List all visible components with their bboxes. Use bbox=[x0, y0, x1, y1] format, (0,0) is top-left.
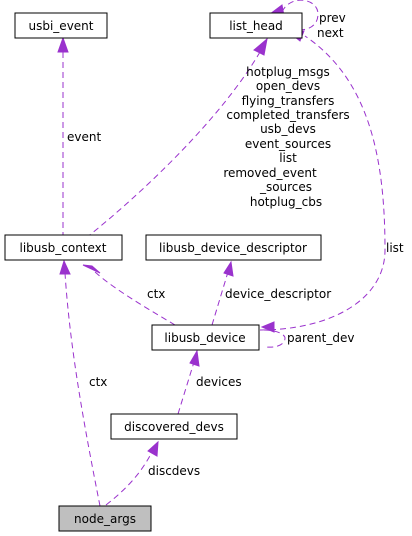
node-label-node-args: node_args bbox=[74, 512, 136, 526]
edge-label-device-descriptor: device_descriptor bbox=[225, 287, 331, 301]
edge-label-ctx-node-args: ctx bbox=[89, 375, 107, 389]
node-libusb-device-descriptor[interactable]: libusb_device_descriptor bbox=[145, 234, 322, 261]
node-libusb-context[interactable]: libusb_context bbox=[4, 234, 123, 261]
edge-label-parent-dev: parent_dev bbox=[287, 331, 354, 345]
edge-label-event-sources: event_sources bbox=[245, 137, 331, 151]
edge-label-hotplug-msgs: hotplug_msgs bbox=[246, 65, 330, 79]
node-label-usbi-event: usbi_event bbox=[29, 19, 94, 33]
edge-label-event: event bbox=[67, 130, 101, 144]
edge-label-usb-devs: usb_devs bbox=[260, 122, 316, 136]
node-label-libusb-context: libusb_context bbox=[20, 241, 107, 255]
edge-label-next: next bbox=[317, 26, 344, 40]
edge-label-devices: devices bbox=[196, 375, 242, 389]
edge-label-removed-event: removed_event bbox=[223, 166, 317, 180]
node-usbi-event[interactable]: usbi_event bbox=[14, 12, 108, 39]
edge-device-descriptor: device_descriptor bbox=[211, 260, 331, 326]
edge-label-open-devs: open_devs bbox=[256, 79, 320, 93]
edge-label-sources: _sources bbox=[259, 180, 312, 194]
edge-event: event bbox=[57, 36, 101, 238]
edge-label-prev: prev bbox=[319, 11, 346, 25]
edge-label-discdevs: discdevs bbox=[148, 464, 200, 478]
node-label-discovered-devs: discovered_devs bbox=[124, 420, 224, 434]
edge-label-ctx-device: ctx bbox=[147, 287, 165, 301]
edge-ctx-device: ctx bbox=[82, 264, 176, 326]
node-libusb-device[interactable]: libusb_device bbox=[151, 324, 260, 351]
edge-label-flying-transfers: flying_transfers bbox=[242, 94, 335, 108]
node-label-libusb-device: libusb_device bbox=[164, 331, 245, 345]
edge-devices: devices bbox=[177, 349, 242, 415]
node-node-args[interactable]: node_args bbox=[58, 505, 152, 532]
node-label-list-head: list_head bbox=[229, 19, 283, 33]
edge-label-completed-transfers: completed_transfers bbox=[226, 108, 349, 122]
edge-label-hotplug-cbs: hotplug_cbs bbox=[250, 195, 322, 209]
edge-label-device-list: list bbox=[386, 241, 404, 255]
edge-discdevs: discdevs bbox=[105, 440, 200, 506]
node-list-head[interactable]: list_head bbox=[209, 12, 303, 39]
edge-ctx-node-args: ctx bbox=[59, 259, 107, 507]
edge-parent-dev: parent_dev bbox=[260, 321, 354, 348]
edge-label-list: list bbox=[279, 151, 297, 165]
node-discovered-devs[interactable]: discovered_devs bbox=[110, 413, 238, 440]
edge-context-list-head: hotplug_msgs open_devs flying_transfers … bbox=[85, 37, 350, 239]
node-label-libusb-device-descriptor: libusb_device_descriptor bbox=[159, 241, 307, 255]
